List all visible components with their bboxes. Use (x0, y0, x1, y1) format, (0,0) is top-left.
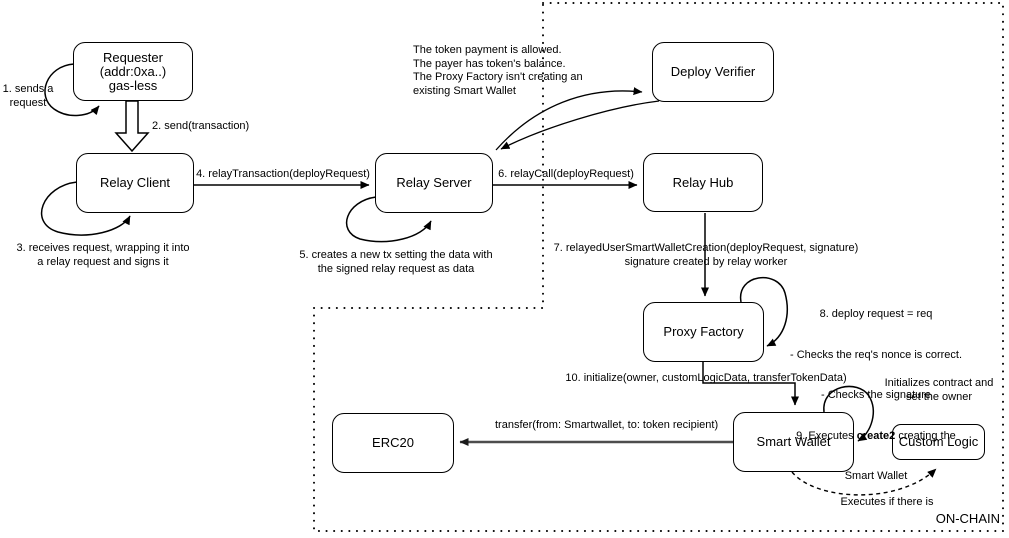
node-deploy-verifier: Deploy Verifier (652, 42, 774, 102)
step-8-9-label: 8. deploy request = req - Checks the req… (776, 281, 976, 511)
arrow-initialize (702, 362, 799, 406)
step-2-label: 2. send(transaction) (152, 120, 250, 132)
step-8-line2: - Checks the req's nonce is correct. (789, 348, 963, 361)
send-transaction-block-arrow (114, 100, 150, 153)
node-relay-client: Relay Client (76, 153, 194, 213)
transfer-call-label: transfer(from: Smartwallet, to: token re… (495, 419, 719, 431)
node-erc20: ERC20 (332, 413, 454, 473)
initializes-owner-note: Initializes contract and set the owner (884, 377, 994, 403)
create2-keyword: create2 (856, 429, 896, 442)
onchain-region-border (313, 2, 1004, 532)
step-9-line1: 9. Executes create2 creating the (796, 429, 956, 442)
step-5-label: 5. creates a new tx setting the data wit… (299, 249, 493, 275)
loop-relay-client-wraps-request (40, 181, 131, 236)
step-8-line3: - Checks the signature (820, 389, 932, 401)
step-4-label: 4. relayTransaction(deployRequest) (196, 168, 370, 180)
step-7-label: 7. relayedUserSmartWalletCreation(deploy… (553, 242, 859, 268)
step-8-line1: 8. deploy request = req (819, 308, 933, 320)
node-requester: Requester (addr:0xa..) gas-less (73, 42, 193, 101)
loop-proxy-factory-checks (740, 276, 788, 347)
step-1-label: 1. sends a request (2, 83, 54, 109)
step-9-line2: Smart Wallet (844, 470, 908, 482)
curve-deploy-verifier-to-relay-server (500, 100, 660, 150)
executes-if-note: Executes if there is (840, 496, 934, 508)
verifier-checks-note: The token payment is allowed. The payer … (413, 44, 583, 97)
node-custom-logic: Custom Logic (892, 424, 985, 460)
loop-requester-sends-request (44, 63, 100, 117)
step-3-label: 3. receives request, wrapping it into a … (16, 242, 190, 268)
step-6-label: 6. relayCall(deployRequest) (498, 168, 634, 180)
node-proxy-factory: Proxy Factory (643, 302, 764, 362)
node-relay-server: Relay Server (375, 153, 493, 213)
arrow-executes-custom-logic (791, 468, 937, 496)
node-relay-hub: Relay Hub (643, 153, 763, 212)
step-10-label: 10. initialize(owner, customLogicData, t… (565, 372, 847, 384)
curve-relay-server-to-deploy-verifier (495, 87, 643, 151)
loop-smart-wallet-initialize (823, 385, 874, 442)
onchain-region-label: ON-CHAIN (935, 511, 1000, 526)
node-smart-wallet: Smart Wallet (733, 412, 854, 472)
loop-relay-server-creates-tx (345, 196, 432, 243)
